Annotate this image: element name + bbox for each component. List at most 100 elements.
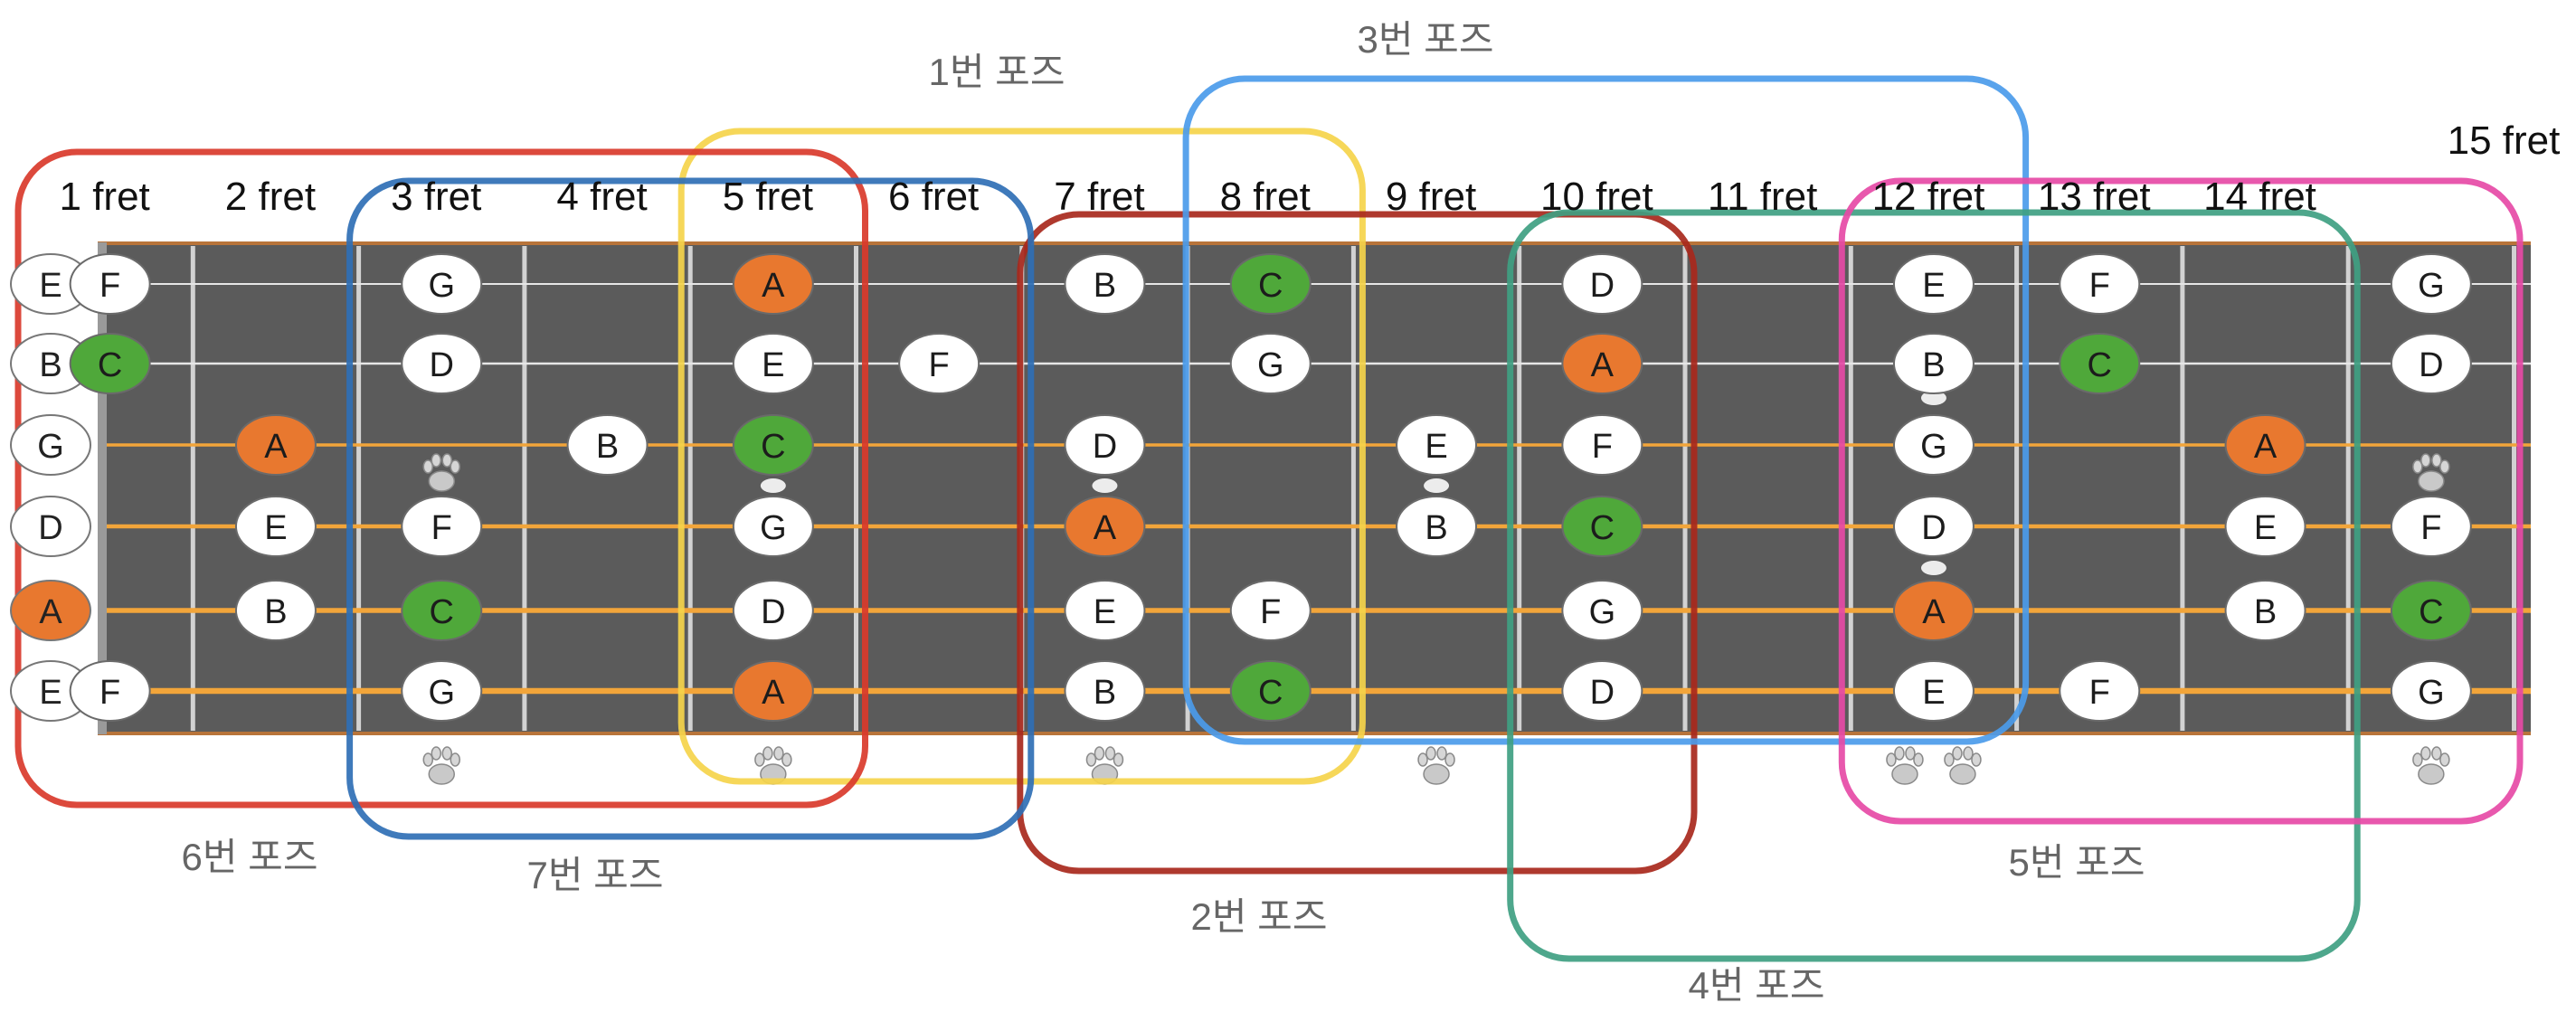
note-marker: B (1396, 496, 1478, 557)
note-label: B (596, 428, 619, 466)
note-marker: D (732, 580, 814, 641)
note-marker: E (2224, 496, 2306, 557)
note-bubble (2390, 660, 2472, 722)
note-label: E (2254, 509, 2277, 547)
note-label: D (2419, 346, 2443, 384)
fret-label: 14 fret (2203, 175, 2316, 219)
note-label: E (1922, 267, 1945, 305)
paw-toe (2420, 453, 2431, 468)
note-marker: B (234, 580, 317, 641)
note-bubble (898, 333, 980, 394)
note-bubble (1229, 253, 1312, 315)
note-bubble (1229, 660, 1312, 722)
fret-label: 7 fret (1054, 175, 1144, 219)
note-label: C (1590, 509, 1615, 547)
note-marker: G (1892, 414, 1975, 476)
note-marker: F (69, 660, 151, 722)
note-bubble (1561, 496, 1643, 557)
note-bubble (732, 496, 814, 557)
note-label: G (428, 674, 455, 712)
paw-toe (1971, 752, 1982, 767)
note-label: B (1425, 509, 1447, 547)
note-bubble (401, 580, 483, 641)
open-string-marker: G (10, 414, 91, 476)
note-bubble (2059, 253, 2141, 315)
fret-label: 2 fret (225, 175, 316, 219)
paw-toe (1963, 746, 1974, 761)
note-label: F (1592, 428, 1613, 466)
note-markers: FCFAEBGDFCGBAECGDAFBDAEBCGFCEBDAFCGDEBGD… (69, 253, 2472, 722)
fret-label: 10 fret (1540, 175, 1653, 219)
paw-toe (1113, 752, 1124, 767)
note-marker: A (732, 660, 814, 722)
paw-toe (2431, 453, 2442, 468)
open-string-label: E (39, 267, 62, 305)
note-label: C (761, 428, 785, 466)
position-box (14, 148, 868, 809)
note-marker: B (1064, 253, 1146, 315)
note-bubble (732, 660, 814, 722)
note-marker: E (1892, 253, 1975, 315)
paw-toe (1944, 752, 1955, 767)
paw-toe (2439, 459, 2450, 474)
note-marker: F (2059, 253, 2141, 315)
note-label: G (1589, 593, 1616, 631)
note-marker: C (2059, 333, 2141, 394)
note-bubble (401, 333, 483, 394)
paw-toe (2412, 459, 2423, 474)
note-marker: D (401, 333, 483, 394)
paw-icon (1417, 746, 1455, 785)
note-label: F (99, 674, 120, 712)
note-bubble (566, 414, 649, 476)
open-string-marker: D (10, 496, 91, 557)
note-label: F (2420, 509, 2441, 547)
note-bubble (2224, 414, 2306, 476)
paw-toe (422, 752, 433, 767)
note-bubble (1229, 580, 1312, 641)
note-label: A (762, 267, 785, 305)
note-marker: A (2224, 414, 2306, 476)
note-label: G (2418, 267, 2445, 305)
note-marker: G (401, 253, 483, 315)
position-label: 3번 포즈 (1358, 18, 1494, 61)
note-bubble (69, 253, 151, 315)
note-marker: F (401, 496, 483, 557)
note-marker: A (1892, 580, 1975, 641)
note-label: C (2088, 346, 2112, 384)
paw-toe (1894, 746, 1905, 761)
note-label: C (1258, 674, 1283, 712)
note-marker: B (566, 414, 649, 476)
position-box (1182, 75, 2030, 745)
paw-icon (422, 453, 460, 492)
note-label: B (1094, 267, 1116, 305)
fret-markers (422, 391, 2450, 785)
note-bubble (2390, 253, 2472, 315)
paw-toe (431, 453, 441, 468)
note-label: E (264, 509, 287, 547)
open-string-bubble (10, 580, 91, 641)
paw-toe (1913, 752, 1924, 767)
note-label: A (1591, 346, 1615, 384)
open-string-label: E (39, 674, 62, 712)
paw-toe (1425, 746, 1436, 761)
note-marker: F (2059, 660, 2141, 722)
nut (98, 242, 107, 734)
note-label: B (1094, 674, 1116, 712)
fret-label: 9 fret (1386, 175, 1476, 219)
note-bubble (1229, 333, 1312, 394)
paw-toe (781, 752, 792, 767)
fret-label: 5 fret (723, 175, 813, 219)
note-marker: D (1892, 496, 1975, 557)
note-label: G (1257, 346, 1284, 384)
fret-label: 6 fret (888, 175, 979, 219)
paw-icon (1944, 746, 1982, 785)
paw-toe (1905, 746, 1916, 761)
inlay-mark (1092, 478, 1118, 493)
open-string-bubble (10, 414, 91, 476)
note-bubble (401, 253, 483, 315)
note-label: C (98, 346, 122, 384)
paw-pad (2418, 763, 2445, 785)
note-label: B (264, 593, 287, 631)
